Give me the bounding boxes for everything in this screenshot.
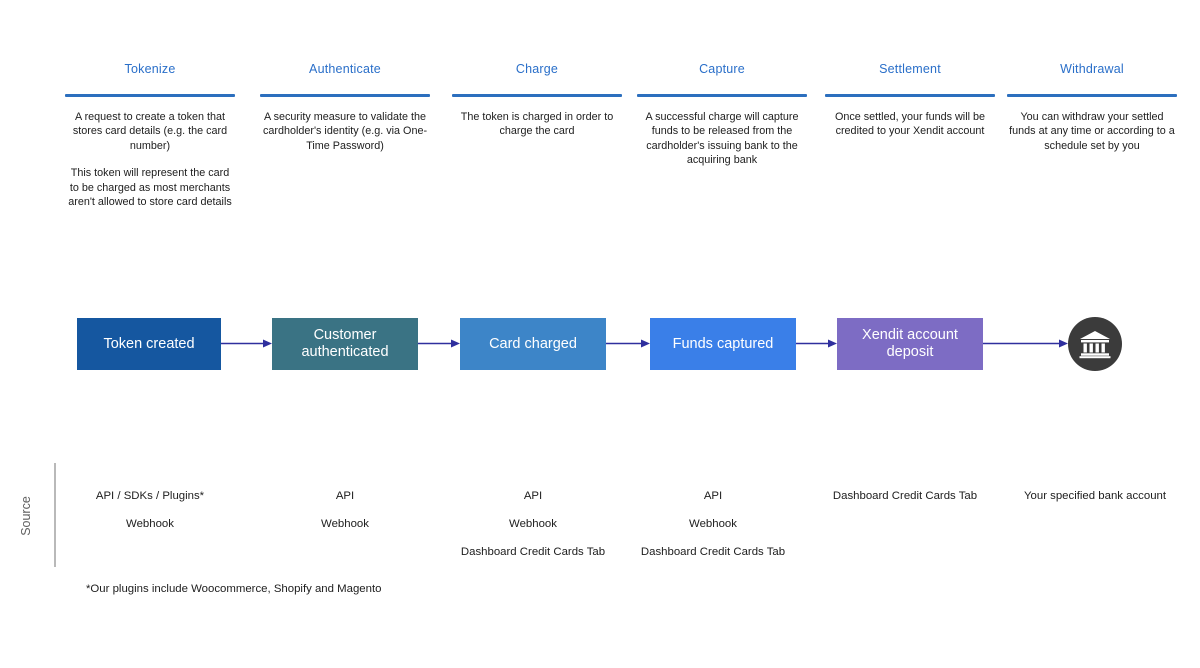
source-column-capture: API Webhook Dashboard Credit Cards Tab [618, 488, 808, 572]
arrow-connector [418, 338, 460, 349]
column-paragraph: Once settled, your funds will be credite… [834, 110, 986, 138]
source-axis-label-text: Source [19, 496, 34, 536]
source-item: Webhook [321, 518, 369, 530]
source-column-authenticate: API Webhook [250, 488, 440, 572]
column-paragraph: The token is charged in order to charge … [460, 110, 614, 138]
source-column-withdrawal: Your specified bank account [1000, 488, 1190, 572]
source-item: Dashboard Credit Cards Tab [832, 490, 978, 502]
column-rule [1007, 94, 1177, 97]
flow-step-label: Card charged [489, 335, 577, 352]
source-divider [54, 463, 56, 567]
source-item: Webhook [509, 518, 557, 530]
source-item: API [703, 490, 723, 502]
source-item [810, 544, 1000, 572]
arrow-connector [796, 338, 837, 349]
flow-step-label: Customer authenticated [301, 327, 389, 360]
column-paragraph: A successful charge will capture funds t… [645, 110, 799, 167]
source-column-charge: API Webhook Dashboard Credit Cards Tab [438, 488, 628, 572]
column-title: Settlement [879, 62, 941, 76]
column-paragraph: You can withdraw your settled funds at a… [1009, 110, 1175, 152]
source-item: API [523, 490, 543, 502]
source-item: Webhook [126, 518, 174, 530]
source-axis-label: Source [8, 468, 44, 564]
bank-icon [1068, 317, 1122, 371]
flow-step-customer-authenticated[interactable]: Customer authenticated [272, 318, 418, 370]
flow-step-label: Funds captured [672, 335, 774, 352]
column-paragraph: This token will represent the card to be… [68, 167, 232, 208]
source-item [55, 544, 245, 572]
column-rule [65, 94, 235, 97]
column-title: Tokenize [124, 62, 176, 76]
source-column-settlement: Dashboard Credit Cards Tab [810, 488, 1000, 572]
column-description: A security measure to validate the cardh… [260, 110, 430, 154]
footnote: *Our plugins include Woocommerce, Shopif… [86, 583, 382, 595]
source-item: Dashboard Credit Cards Tab [460, 546, 606, 558]
column-title: Withdrawal [1060, 62, 1124, 76]
column-title: Capture [699, 62, 745, 76]
arrow-connector [606, 338, 650, 349]
flow-step-token-created[interactable]: Token created [77, 318, 221, 370]
arrow-connector [983, 338, 1068, 349]
column-description: You can withdraw your settled funds at a… [1007, 110, 1177, 154]
column-title: Authenticate [309, 62, 381, 76]
source-item: Dashboard Credit Cards Tab [640, 546, 786, 558]
source-item: Webhook [689, 518, 737, 530]
source-item: Your specified bank account [1023, 490, 1167, 502]
column-description: The token is charged in order to charge … [452, 110, 622, 139]
column-charge: Charge The token is charged in order to … [452, 60, 622, 139]
column-capture: Capture A successful charge will capture… [637, 60, 807, 168]
source-item: API / SDKs / Plugins* [95, 490, 205, 502]
column-paragraph: A request to create a token that stores … [72, 110, 228, 152]
source-item [250, 544, 440, 572]
flow-step-funds-captured[interactable]: Funds captured [650, 318, 796, 370]
column-rule [452, 94, 622, 97]
column-authenticate: Authenticate A security measure to valid… [260, 60, 430, 153]
source-item [810, 516, 1000, 544]
source-item: API [335, 490, 355, 502]
column-title: Charge [515, 62, 559, 76]
source-column-tokenize: API / SDKs / Plugins* Webhook [55, 488, 245, 572]
column-rule [260, 94, 430, 97]
source-item [1000, 516, 1190, 544]
arrow-connector [221, 338, 272, 349]
flow-step-label: Xendit account deposit [862, 327, 958, 360]
column-paragraph: A security measure to validate the cardh… [262, 110, 428, 152]
column-description: A request to create a token that stores … [65, 110, 235, 210]
column-rule [825, 94, 995, 97]
column-withdrawal: Withdrawal You can withdraw your settled… [1007, 60, 1177, 153]
column-description: Once settled, your funds will be credite… [825, 110, 995, 139]
flow-step-label: Token created [103, 335, 195, 352]
source-item [1000, 544, 1190, 572]
column-settlement: Settlement Once settled, your funds will… [825, 60, 995, 139]
column-tokenize: Tokenize A request to create a token tha… [65, 60, 235, 210]
column-description: A successful charge will capture funds t… [637, 110, 807, 168]
flow-step-card-charged[interactable]: Card charged [460, 318, 606, 370]
column-rule [637, 94, 807, 97]
flow-step-xendit-account-deposit[interactable]: Xendit account deposit [837, 318, 983, 370]
